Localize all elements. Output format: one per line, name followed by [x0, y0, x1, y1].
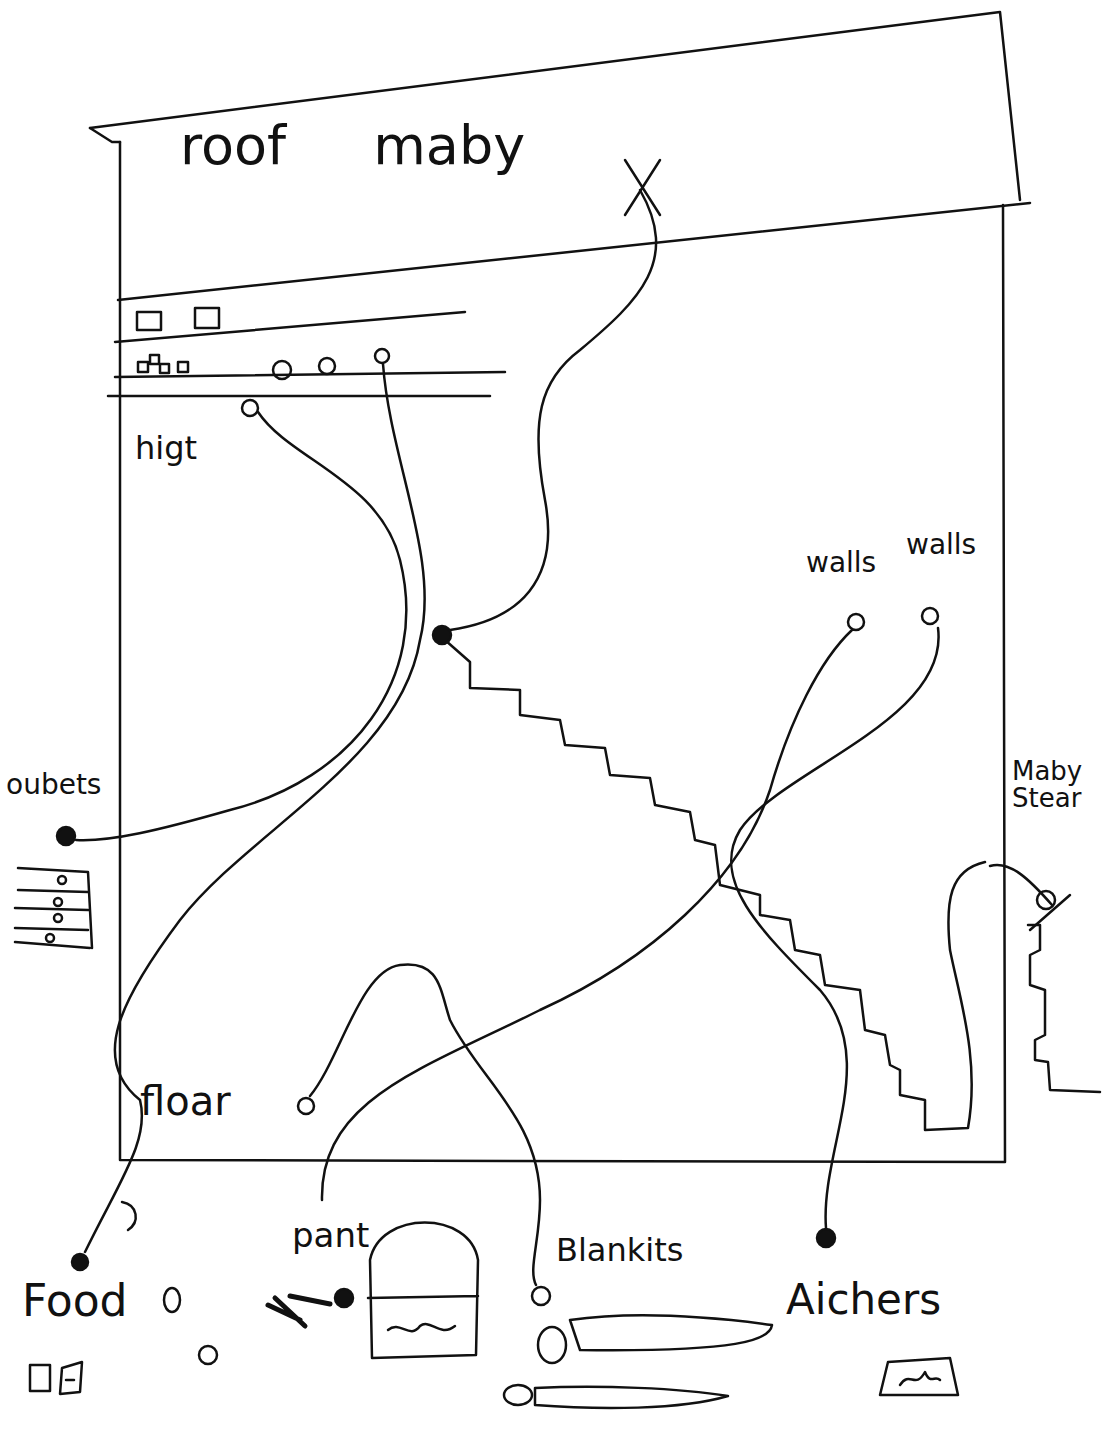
marker-dot: [922, 608, 938, 624]
paint-label: pant: [292, 1218, 369, 1254]
marker-dot: [532, 1287, 550, 1305]
pillow: [538, 1327, 566, 1363]
drawer-knob: [54, 898, 62, 906]
leader-line: [85, 364, 425, 1252]
roof-corner: [90, 128, 120, 142]
marker-dot: [848, 614, 864, 630]
leader-line: [450, 190, 656, 630]
shelf-item: [273, 361, 291, 379]
shelf-line: [108, 395, 490, 398]
marker-dot: [817, 1229, 835, 1247]
paint-bucket: [368, 1223, 478, 1359]
picture-frame: [880, 1358, 958, 1395]
x-mark: [1030, 895, 1070, 930]
food-item: [60, 1362, 82, 1394]
blankets-label: Blankits: [556, 1234, 683, 1268]
shelf-item: [137, 312, 161, 330]
cupboards-label: oubets: [6, 770, 101, 799]
pictures-label: Aichers: [786, 1278, 941, 1322]
walls-label: walls: [906, 530, 976, 559]
shelf-item: [150, 355, 159, 364]
leader-line: [990, 865, 1052, 905]
marker-dot: [242, 400, 258, 416]
marker-dot: [298, 1098, 314, 1114]
drawer-knob: [58, 876, 66, 884]
floor-label: floar: [140, 1080, 231, 1122]
house-walls: [120, 142, 1005, 1162]
outside-stairs: [1028, 925, 1100, 1092]
paint-brush: [268, 1296, 330, 1326]
marker-dot: [72, 1254, 88, 1270]
shelf-line: [115, 312, 465, 342]
height-label: higt: [135, 432, 197, 466]
blanket: [535, 1387, 728, 1408]
drawer-knob: [54, 914, 62, 922]
marker-dot: [57, 827, 75, 845]
leader-line: [322, 630, 852, 1200]
shelf-item: [375, 349, 389, 363]
shelf-item: [138, 362, 148, 372]
food-item: [30, 1365, 50, 1391]
drawers: [15, 868, 92, 948]
leader-line: [76, 412, 406, 840]
food-item: [164, 1288, 180, 1312]
shelf-item: [195, 308, 219, 328]
blanket: [570, 1315, 772, 1350]
food-item: [122, 1202, 136, 1230]
pillow: [504, 1385, 532, 1405]
x-mark: [625, 160, 660, 215]
paint-scribble: [388, 1324, 455, 1331]
food-item: [199, 1346, 217, 1364]
shelf-item: [160, 364, 169, 373]
shelf-line: [115, 372, 505, 377]
walls-label: walls: [806, 548, 876, 577]
shelf-item: [178, 362, 188, 372]
food-label: Food: [22, 1278, 128, 1324]
drawer-knob: [46, 934, 54, 942]
roof-edge: [118, 203, 1030, 300]
marker-dot: [433, 626, 451, 644]
roof-label: roof maby: [180, 118, 525, 175]
stairs-label: Maby Stear: [1012, 758, 1104, 813]
roof-outline: [90, 12, 1020, 200]
leader-line: [731, 628, 939, 1228]
marker-dot: [335, 1289, 353, 1307]
shelf-item: [319, 358, 335, 374]
